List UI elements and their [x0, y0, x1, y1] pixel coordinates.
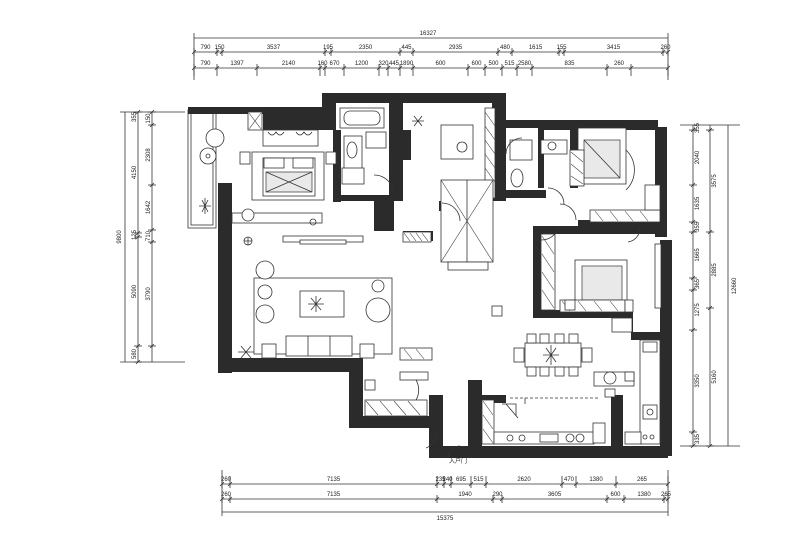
bottom-overall-dimension: 15375: [437, 516, 454, 522]
left-dimension-chain: 9800 4150 125 5090 580 355 150 2308 1642 710 379…: [117, 109, 185, 365]
top-dimension-label: 150: [214, 45, 225, 51]
right-overall-dimension: 12660: [732, 277, 738, 294]
bottom-dimension-label: 7135: [327, 492, 341, 498]
plant-icon: [199, 198, 211, 214]
top-dimension-label: 195: [323, 45, 334, 51]
top-dimension-label: 260: [660, 45, 671, 51]
top-dimension-label: 1615: [529, 45, 543, 51]
top-dimension-label: 2580: [518, 61, 532, 67]
bottom-dimension-label: 260: [221, 477, 232, 483]
bottom-dimension-label: 695: [456, 477, 467, 483]
left-dimension-label: 5090: [132, 284, 138, 298]
bottom-dimension-label: 515: [473, 477, 484, 483]
right-dimension-label: 1665: [695, 248, 701, 262]
left-dimension-label: 710: [146, 230, 152, 241]
bottom-dimension-label: 290: [492, 492, 503, 498]
top-dimension-label: 320: [378, 61, 389, 67]
left-overall-dimension: 9800: [117, 230, 123, 244]
bottom-dimension-label: 1380: [589, 477, 603, 483]
right-dimension-label: 3350: [695, 374, 701, 388]
kitchen: [481, 339, 661, 445]
left-dimension-label: 1642: [146, 200, 152, 214]
top-dimension-label: 600: [471, 61, 482, 67]
left-dimension-label: 3790: [146, 287, 152, 301]
top-dimension-label: 600: [435, 61, 446, 67]
bottom-dimension-label: 470: [564, 477, 575, 483]
top-dimension-label: 445: [401, 45, 412, 51]
left-dimension-label: 4150: [132, 165, 138, 179]
top-dimension-label: 790: [200, 61, 211, 67]
right-dimension-label: 365: [695, 278, 701, 289]
right-dimension-label: 2885: [712, 263, 718, 277]
second-bathroom: [505, 137, 568, 205]
study-room: [402, 107, 496, 271]
top-dimension-label: 835: [564, 61, 575, 67]
right-dimension-label: 3575: [712, 174, 718, 188]
top-dimension-label: 160: [317, 61, 328, 67]
top-dimension-label: 1200: [355, 61, 369, 67]
top-dimension-label: 515: [504, 61, 515, 67]
top-dimension-label: 155: [556, 45, 567, 51]
bottom-dimension-label: 260: [221, 492, 232, 498]
plant-icon: [543, 345, 559, 365]
bottom-dimension-label: 265: [637, 477, 648, 483]
top-dimension-label: 260: [614, 61, 625, 67]
right-dimension-chain: 12660 2040 1635 355 1665 365 1275 3350 335 355 3…: [680, 122, 740, 449]
left-dimension-label: 355: [132, 111, 138, 122]
bottom-dimension-label: 1380: [637, 492, 651, 498]
top-dimension-label: 3537: [267, 45, 281, 51]
right-dimension-label: 2040: [695, 150, 701, 164]
left-dimension-label: 2308: [146, 148, 152, 162]
bottom-dimension-label: 2620: [517, 477, 531, 483]
living-room: [238, 235, 503, 361]
top-overall-dimension: 16327: [420, 31, 437, 37]
right-dimension-label: 1275: [695, 303, 701, 317]
top-dimension-label: 445: [389, 61, 400, 67]
right-dimension-label: 5160: [712, 370, 718, 384]
right-dimension-label: 355: [695, 122, 701, 133]
top-dimension-label: 1890: [400, 61, 414, 67]
bottom-dimension-label: 1940: [458, 492, 472, 498]
dining-area: [513, 333, 635, 398]
bedroom-3: [540, 225, 662, 333]
right-dimension-label: 1635: [695, 196, 701, 210]
bottom-dimension-label: 600: [610, 492, 621, 498]
top-dimension-label: 2350: [359, 45, 373, 51]
master-bathroom: [339, 107, 395, 196]
entry-closet: [364, 371, 437, 449]
master-bedroom: [199, 111, 337, 226]
right-dimension-label: 335: [695, 433, 701, 444]
top-dimension-label: 790: [200, 45, 211, 51]
top-dimension-label: 480: [500, 45, 511, 51]
bottom-dimension-label: 3605: [548, 492, 562, 498]
top-dimension-label: 2140: [282, 61, 296, 67]
top-dimension-label: 1397: [230, 61, 244, 67]
walls: [187, 93, 672, 458]
bottom-dimension-label: 265: [661, 492, 672, 498]
top-dimension-label: 3415: [607, 45, 621, 51]
top-dimension-label: 500: [488, 61, 499, 67]
left-dimension-label: 125: [132, 229, 138, 240]
entry-door-label: 入户门: [449, 457, 467, 465]
top-dimension-label: 670: [329, 61, 340, 67]
left-dimension-label: 150: [146, 113, 152, 124]
bedroom-2: [559, 127, 661, 223]
plant-icon: [412, 115, 424, 127]
bottom-dimension-label: 7135: [327, 477, 341, 483]
bottom-dimension-label: 235: [435, 477, 446, 483]
left-dimension-label: 580: [132, 348, 138, 359]
plant-icon: [238, 345, 254, 359]
bottom-dimension-label: 240: [442, 477, 453, 483]
right-dimension-label: 355: [695, 221, 701, 232]
top-dimension-label: 2935: [449, 45, 463, 51]
plant-icon: [308, 296, 324, 312]
